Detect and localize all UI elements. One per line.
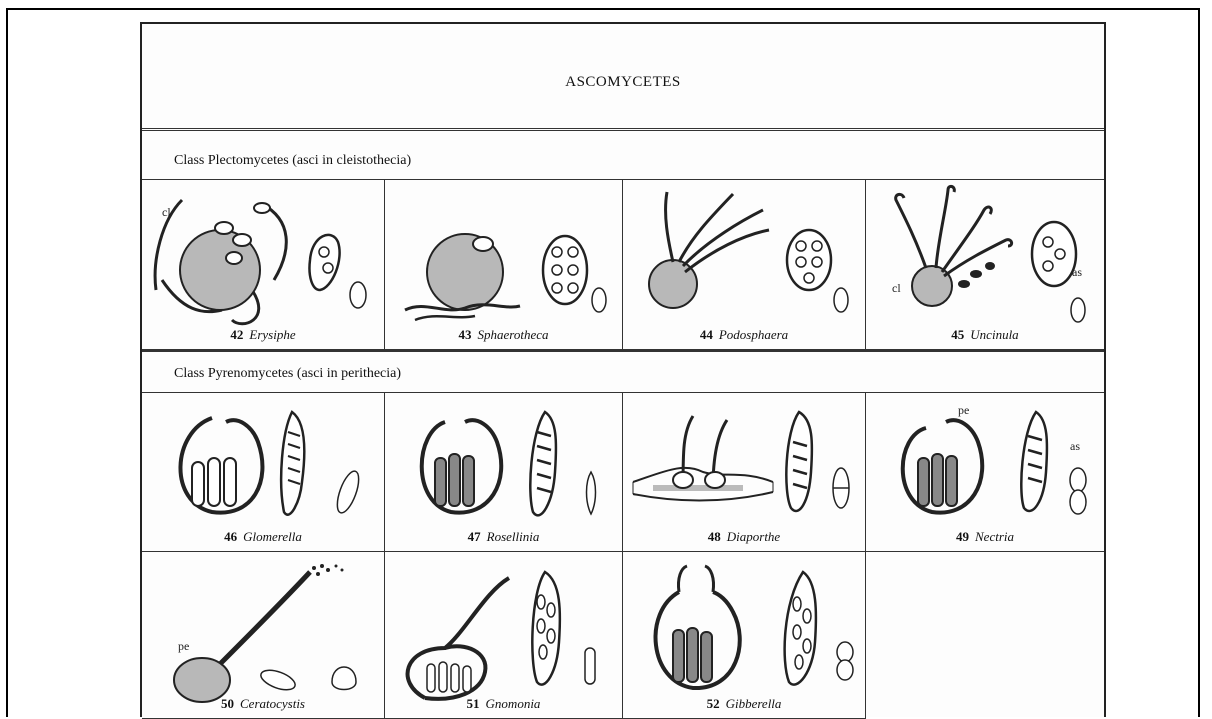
perithecium-label-49: pe	[958, 403, 969, 417]
rosellinia-illustration	[385, 392, 623, 552]
figure-cell-43: 43Sphaerotheca	[385, 180, 623, 350]
diaporthe-illustration	[623, 392, 866, 552]
uncinula-illustration: cl as	[866, 180, 1104, 350]
nectria-illustration: pe as	[866, 392, 1104, 552]
plate-title: ASCOMYCETES	[142, 74, 1104, 91]
caption-48: 48Diaporthe	[623, 529, 865, 545]
perithecium-label-50: pe	[178, 639, 189, 653]
caption-51: 51Gnomonia	[385, 696, 622, 712]
sphaerotheca-illustration	[385, 180, 623, 350]
caption-47: 47Rosellinia	[385, 529, 622, 545]
ascospore-label-45: as	[1072, 265, 1082, 279]
caption-46: 46Glomerella	[142, 529, 384, 545]
figure-cell-52: 52Gibberella	[623, 552, 866, 719]
podosphaera-illustration	[623, 180, 866, 350]
figure-cell-42: cl 42Erysiphe	[142, 180, 385, 350]
figure-cell-45: cl as 45Uncinula	[866, 180, 1104, 350]
figure-cell-48: 48Diaporthe	[623, 392, 866, 552]
class-header-pyrenomycetes: Class Pyrenomycetes (asci in perithecia)	[142, 350, 1104, 393]
figure-cell-49: pe as 49Nectria	[866, 392, 1104, 552]
caption-42: 42Erysiphe	[142, 327, 384, 343]
caption-43: 43Sphaerotheca	[385, 327, 622, 343]
figure-cell-46: 46Glomerella	[142, 392, 385, 552]
cleistothecium-label: cl	[162, 205, 171, 219]
ascospore-label-49: as	[1070, 439, 1080, 453]
caption-45: 45Uncinula	[866, 327, 1104, 343]
glomerella-illustration	[142, 392, 385, 552]
ceratocystis-illustration: pe	[142, 552, 385, 719]
caption-44: 44Podosphaera	[623, 327, 865, 343]
gibberella-illustration	[623, 552, 866, 719]
figure-cell-44: 44Podosphaera	[623, 180, 866, 350]
erysiphe-illustration: cl	[142, 180, 385, 350]
caption-52: 52Gibberella	[623, 696, 865, 712]
caption-50: 50Ceratocystis	[142, 696, 384, 712]
figure-cell-50: pe 50Ceratocystis	[142, 552, 385, 719]
gnomonia-illustration	[385, 552, 623, 719]
caption-49: 49Nectria	[866, 529, 1104, 545]
empty-cell	[866, 552, 1104, 719]
class-label-pyrenomycetes: Class Pyrenomycetes (asci in perithecia)	[174, 366, 401, 382]
class-header-plectomycetes: Class Plectomycetes (asci in cleistothec…	[142, 130, 1104, 180]
ascomycetes-plate: ASCOMYCETES Class Plectomycetes (asci in…	[140, 22, 1106, 717]
cleistothecium-label-45: cl	[892, 281, 901, 295]
plate-header: ASCOMYCETES	[142, 24, 1104, 131]
class-label-plectomycetes: Class Plectomycetes (asci in cleistothec…	[174, 153, 411, 169]
figure-cell-51: 51Gnomonia	[385, 552, 623, 719]
figure-cell-47: 47Rosellinia	[385, 392, 623, 552]
